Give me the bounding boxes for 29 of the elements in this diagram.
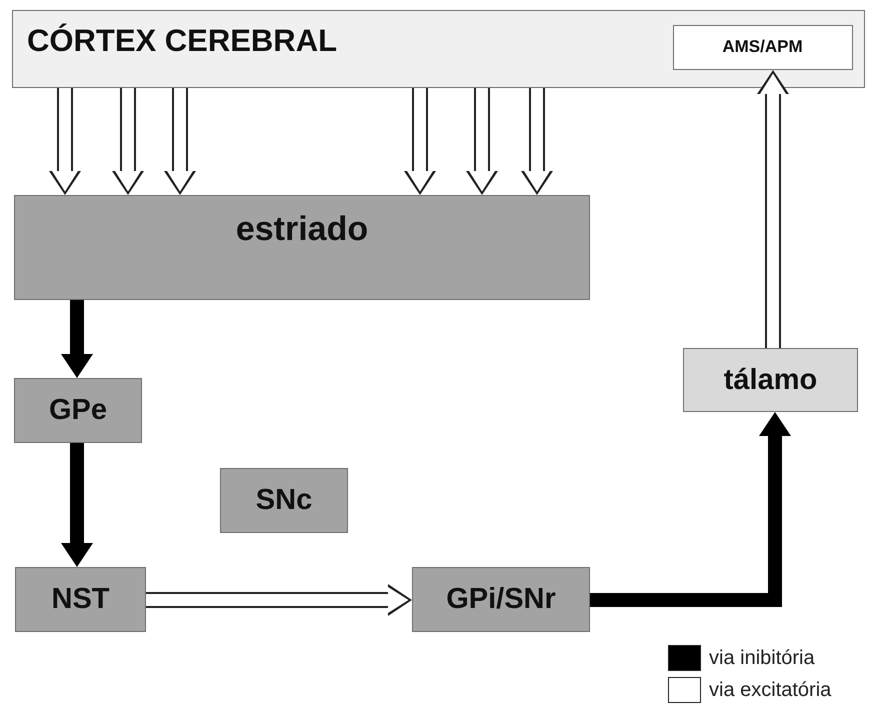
region-label: tálamo [724,364,818,396]
region-label: AMS/APM [722,37,803,57]
pathway-arrow [61,300,93,378]
pathway-arrow [590,412,791,607]
pathway-arrow [61,443,93,567]
nucleus-box [15,567,146,632]
pathway-arrow [146,584,412,616]
region-label: GPe [48,394,108,427]
pathway-arrow [49,88,81,195]
pathway-arrow [757,70,789,348]
region-label: SNc [256,484,312,517]
nucleus-box [683,348,858,412]
pathway-arrow [112,88,144,195]
legend-label: via excitatória [709,678,832,702]
region-label: GPi/SNr [446,583,556,616]
nucleus-box [14,195,590,300]
region-label: estriado [236,210,368,249]
pathway-arrow [404,88,436,195]
pathway-arrow [521,88,553,195]
area-box [672,24,852,70]
pathway-arrow [466,88,498,195]
cortex-band [12,10,865,88]
region-heading: CÓRTEX CEREBRAL [27,23,338,59]
nucleus-box [412,567,590,632]
pathway-arrow [164,88,196,195]
legend-label: via inibitória [709,646,815,670]
nucleus-box [14,378,142,443]
region-label: NST [52,583,110,616]
nucleus-box [220,468,348,533]
